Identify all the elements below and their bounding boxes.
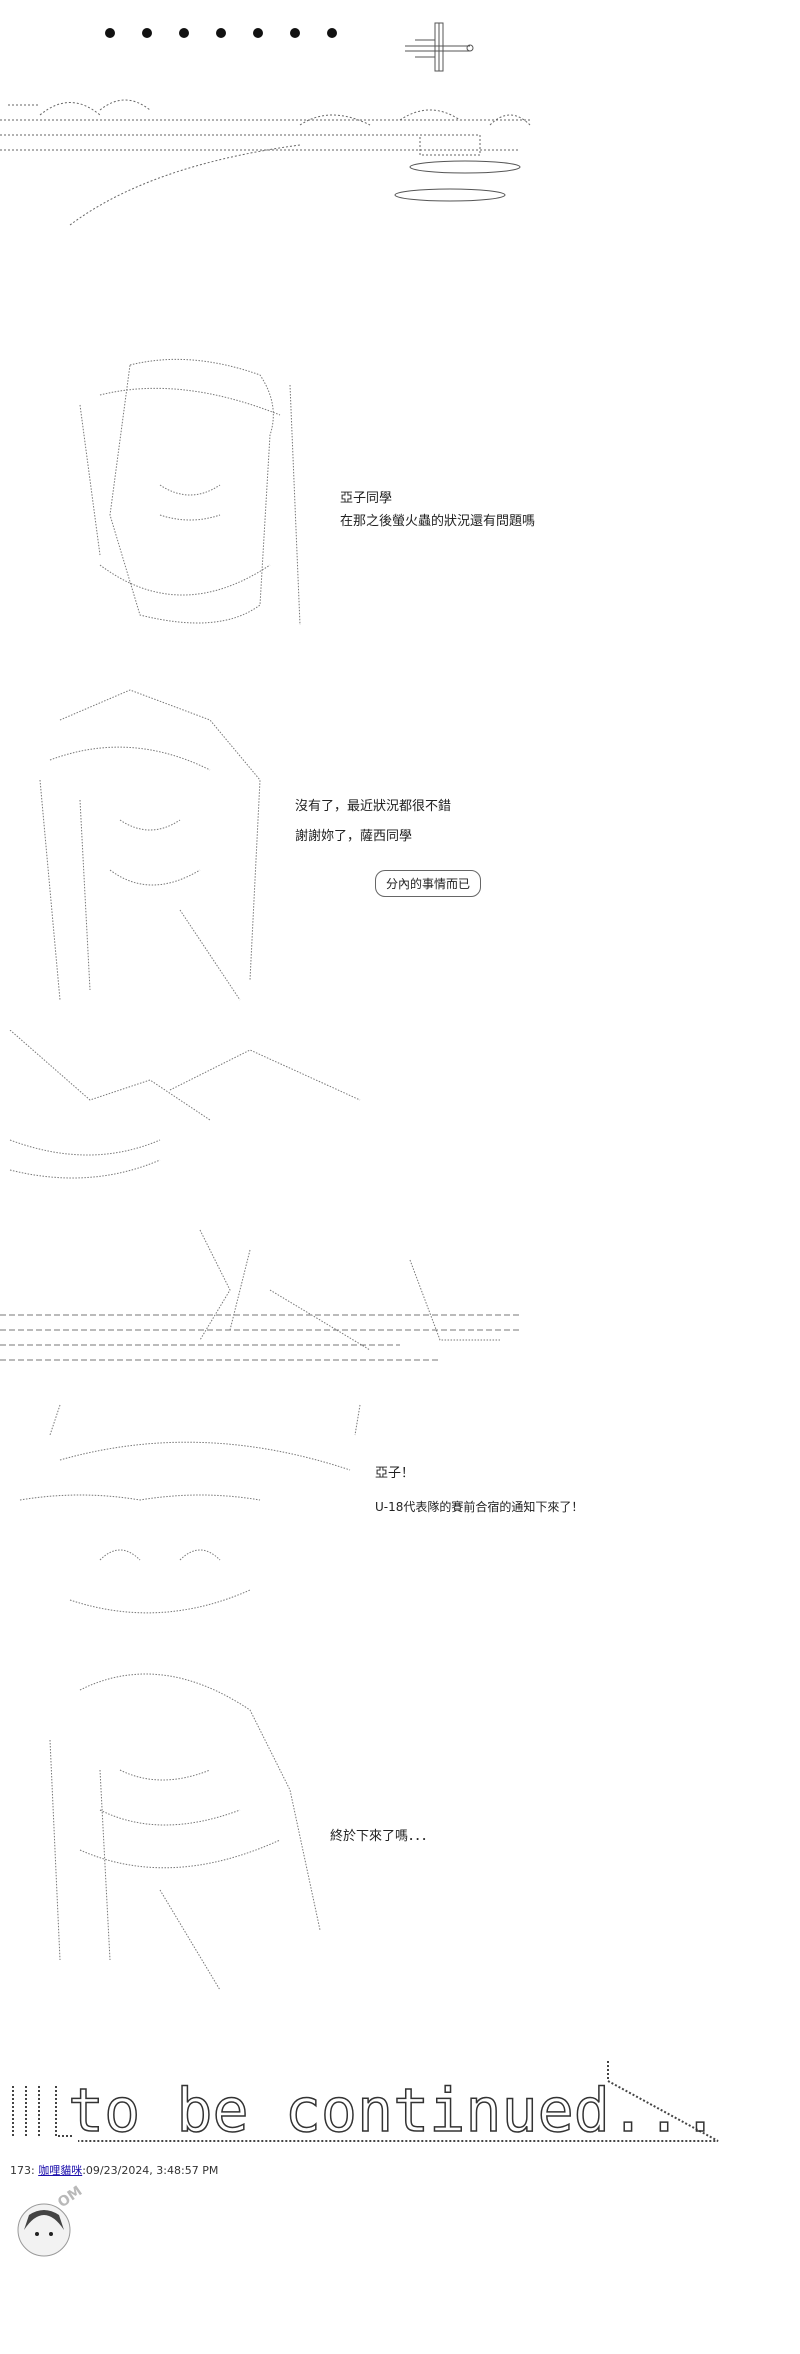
thought-bubble: 分內的事情而已 <box>375 870 482 897</box>
to-be-continued-banner: to be continued... <box>12 2061 719 2146</box>
dialog-line-1: 終於下來了嗎．．． <box>330 1829 435 1844</box>
ellipsis-dots <box>105 28 337 38</box>
dialog-line-1: 亞子！ <box>375 1466 415 1481</box>
dialog-line-1: 亞子同學 <box>340 491 393 506</box>
dialog-line-2: U-18代表隊的賽前合宿的通知下來了！ <box>375 1500 584 1514</box>
dialog-line-2: 在那之後螢火蟲的狀況還有問題嗎 <box>340 514 536 529</box>
panel-landscape <box>0 1030 800 1390</box>
to-be-continued-text: to be continued... <box>68 2076 718 2146</box>
avatar <box>17 2203 71 2257</box>
character-ascii-art <box>49 1673 321 1991</box>
character-ascii-art <box>79 358 301 626</box>
panel-character-reply: 沒有了，最近狀況都很不錯 謝謝妳了，薩西同學 分內的事情而已 <box>0 680 800 1020</box>
panel-news-announcement: 亞子！ U-18代表隊的賽前合宿的通知下來了！ <box>0 1400 800 1640</box>
panel-character-asking: 亞子同學 在那之後螢火蟲的狀況還有問題嗎 <box>0 345 800 665</box>
airplane-icon <box>405 22 474 72</box>
post-footer: 173: 咖哩貓咪:09/23/2024, 3:48:57 PM <box>10 2162 218 2178</box>
stadium-ascii-art <box>0 99 531 226</box>
dialog-line-1: 沒有了，最近狀況都很不錯 <box>295 799 452 814</box>
landscape-ascii-art <box>0 1030 520 1361</box>
panel-character-reaction: 終於下來了嗎．．． <box>0 1650 800 2010</box>
post-number: 173: <box>10 2164 35 2177</box>
character-ascii-art <box>19 1404 361 1614</box>
panel-scene-title <box>0 0 800 230</box>
character-ascii-art <box>39 689 261 1001</box>
dialog-line-2: 謝謝妳了，薩西同學 <box>295 829 413 844</box>
author-link[interactable]: 咖哩貓咪 <box>38 2164 83 2177</box>
post-timestamp: :09/23/2024, 3:48:57 PM <box>82 2164 219 2177</box>
